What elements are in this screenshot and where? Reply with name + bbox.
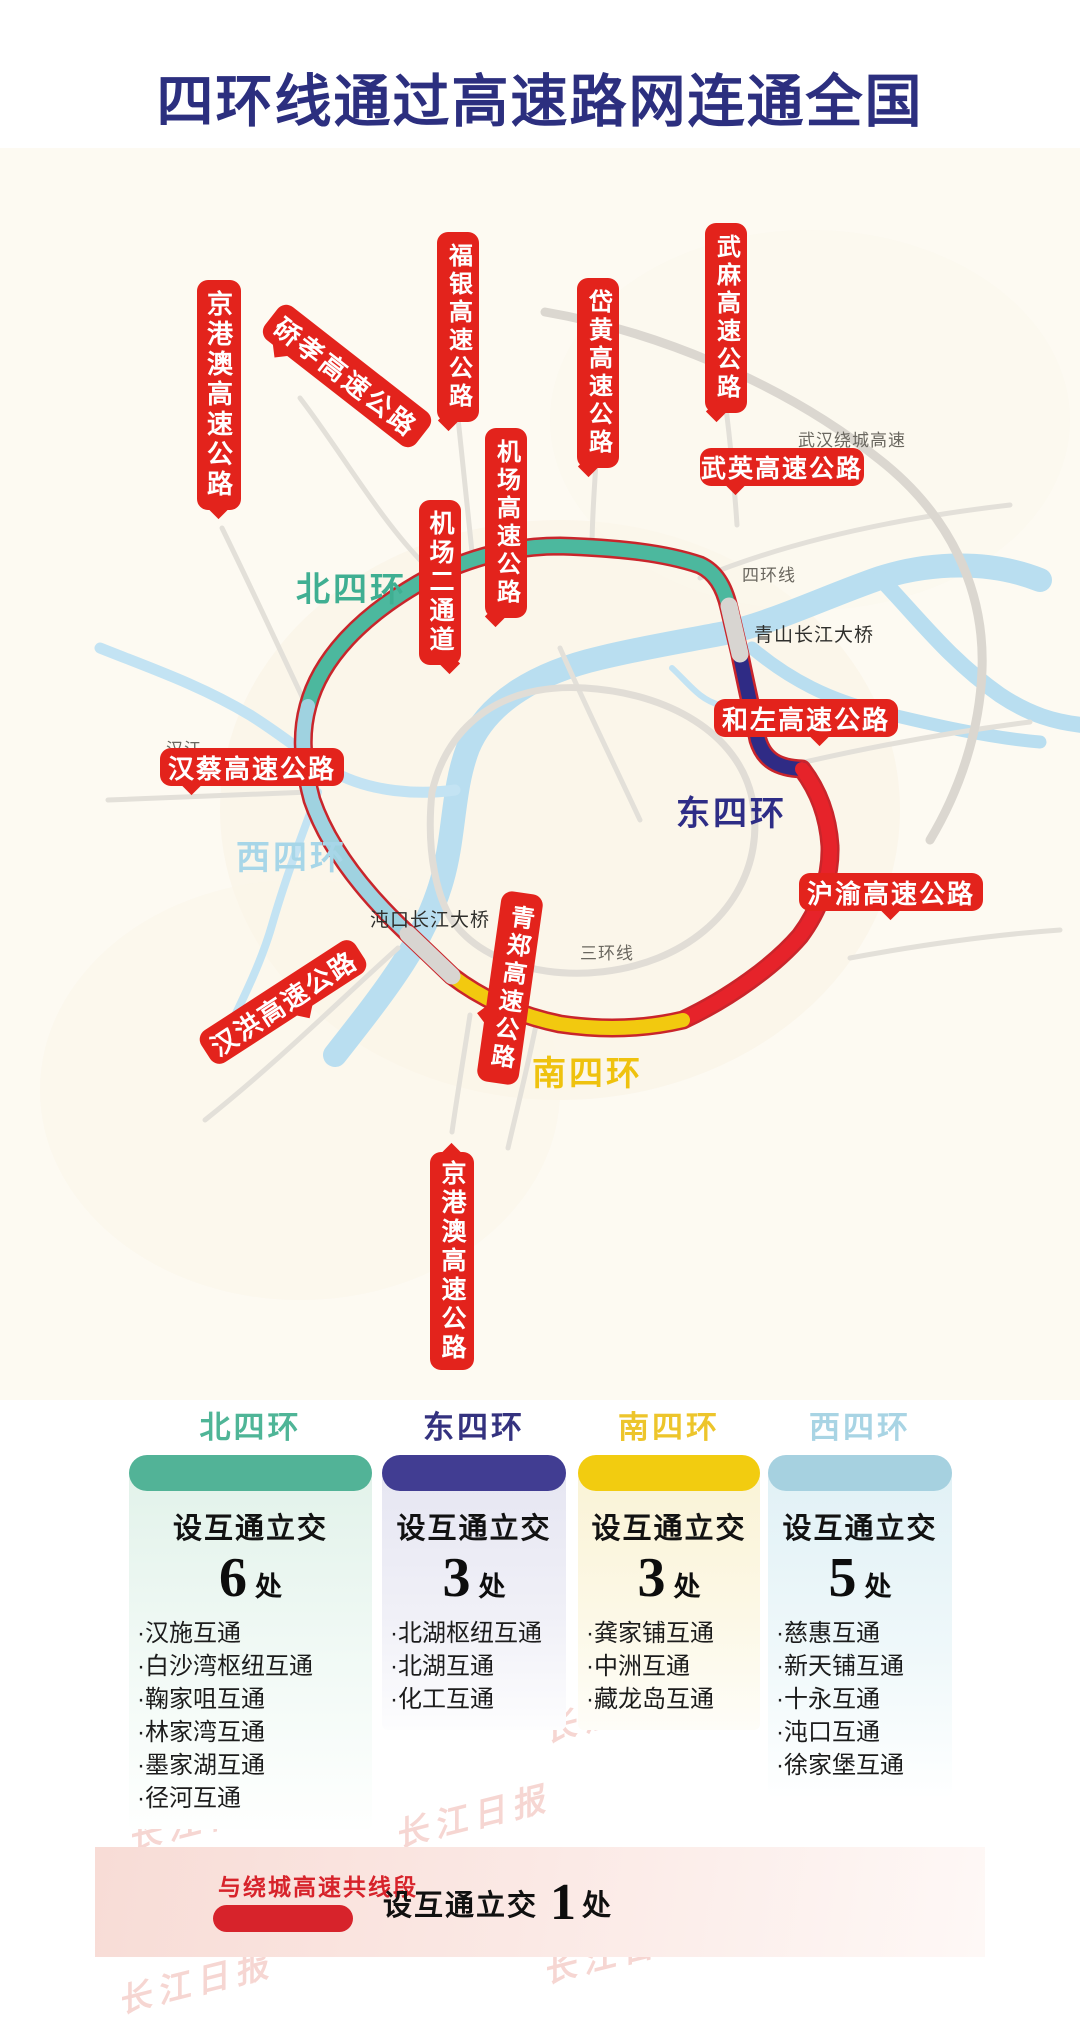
sihuanxian-label: 四环线 — [742, 566, 796, 585]
callout-hancai: 汉蔡高速公路 — [160, 748, 344, 796]
legend-header-east: 东四环 — [423, 1410, 525, 1445]
callout-wuying: 武英高速公路 — [700, 448, 864, 496]
zhuankou-bridge-label: 沌口长江大桥 — [370, 910, 491, 931]
interchange-title: 设互通立交 — [383, 1890, 539, 1922]
interchange-count: 1 — [550, 1874, 577, 1931]
callout-fuyin: 福银高速公路 — [437, 232, 479, 432]
interchange-count: 5 — [828, 1547, 857, 1609]
legend-header-north: 北四环 — [199, 1410, 302, 1445]
list-item: ·慈惠互通 — [776, 1620, 880, 1647]
qingshan-bridge-segment — [720, 597, 749, 663]
interchange-title: 设互通立交 — [591, 1513, 747, 1545]
callout-jichang-ertongdao: 机场二通道 — [419, 500, 461, 675]
list-item: ·径河互通 — [137, 1785, 241, 1812]
ring-label-east: 东四环 — [676, 795, 787, 833]
shared-segment-count-group: 设互通立交 1 处 — [383, 1877, 611, 1929]
hanjiang-river — [94, 642, 461, 798]
callout-hezuo: 和左高速公路 — [714, 699, 898, 747]
interchange-title: 设互通立交 — [782, 1513, 938, 1545]
page-title: 四环线通过高速路网连通全国 — [156, 71, 924, 134]
south-stream — [224, 788, 322, 1034]
list-item: ·藏龙岛互通 — [586, 1686, 714, 1713]
list-item: ·鞠家咀互通 — [137, 1686, 265, 1713]
interchange-list: ·北湖枢纽互通 ·北湖互通 ·化工互通 — [382, 1617, 566, 1716]
interchange-list: ·慈惠互通 ·新天铺互通 ·十永互通 ·沌口互通 ·徐家堡互通 — [768, 1617, 952, 1782]
interchange-title: 设互通立交 — [396, 1513, 552, 1545]
interchange-count: 3 — [442, 1547, 471, 1609]
sanhuanxian-label: 三环线 — [580, 944, 634, 963]
list-item: ·徐家堡互通 — [776, 1752, 904, 1779]
callout-jinggangao-north: 京港澳高速公路 — [197, 280, 241, 520]
list-item: ·龚家铺互通 — [586, 1620, 714, 1647]
list-item: ·中洲互通 — [586, 1653, 690, 1680]
card-accent-bar — [129, 1455, 372, 1491]
legend-header-south: 南四环 — [618, 1410, 720, 1445]
yangtze-branch — [872, 570, 1080, 733]
callout-daihuang: 岱黄高速公路 — [577, 278, 619, 478]
qingshan-bridge-label: 青山长江大桥 — [754, 625, 875, 646]
interchange-unit: 处 — [255, 1572, 282, 1602]
ring-label-north: 北四环 — [296, 571, 407, 609]
third-ring-road — [426, 684, 759, 977]
list-item: ·白沙湾枢纽互通 — [137, 1653, 313, 1680]
land-patch — [40, 880, 560, 1300]
list-item: ·新天铺互通 — [776, 1653, 904, 1680]
callout-wuma: 武麻高速公路 — [705, 223, 747, 423]
list-item: ·墨家湖互通 — [137, 1752, 265, 1779]
raocheng-expressway-arc — [540, 307, 987, 845]
ring-east-segment — [733, 648, 809, 776]
interchange-list: ·龚家铺互通 ·中洲互通 ·藏龙岛互通 — [578, 1617, 760, 1716]
list-item: ·林家湾互通 — [137, 1719, 265, 1746]
callout-jinggangao-south: 京港澳高速公路 — [430, 1142, 474, 1370]
list-item: ·北湖枢纽互通 — [390, 1620, 542, 1647]
list-item: ·汉施互通 — [137, 1620, 241, 1647]
list-item: ·十永互通 — [776, 1686, 880, 1713]
card-accent-bar — [382, 1455, 566, 1491]
shared-segment-band: 与绕城高速共线段 设互通立交 1 处 — [95, 1847, 985, 1957]
interchange-title: 设互通立交 — [172, 1513, 328, 1545]
list-item: ·沌口互通 — [776, 1719, 880, 1746]
interchange-count: 6 — [219, 1547, 247, 1609]
ring-south-segment — [445, 969, 690, 1036]
ring-label-west: 西四环 — [236, 839, 347, 877]
interchange-unit: 处 — [478, 1572, 506, 1602]
callout-huyu: 沪渝高速公路 — [799, 873, 983, 921]
card-accent-bar — [768, 1455, 952, 1491]
interchange-unit: 处 — [582, 1890, 612, 1922]
shared-segment-label: 与绕城高速共线段 — [218, 1874, 418, 1900]
zhuankou-bridge-segment — [399, 925, 461, 985]
ring-north-segment — [301, 538, 736, 713]
minor-roads — [105, 395, 1063, 1151]
ring-west-segment — [296, 699, 413, 939]
list-item: ·北湖互通 — [390, 1653, 494, 1680]
interchange-list: ·汉施互通 ·白沙湾枢纽互通 ·鞠家咀互通 ·林家湾互通 ·墨家湖互通 ·径河互… — [129, 1617, 372, 1815]
interchange-unit: 处 — [864, 1572, 892, 1602]
shared-segment-red-bar — [213, 1905, 353, 1932]
card-accent-bar — [578, 1455, 760, 1491]
ring-label-south: 南四环 — [532, 1055, 643, 1093]
callout-jichang-gaosu: 机场高速公路 — [484, 428, 527, 628]
list-item: ·化工互通 — [390, 1686, 494, 1713]
interchange-unit: 处 — [673, 1572, 701, 1602]
raocheng-label: 武汉绕城高速 — [798, 431, 906, 450]
legend-header-west: 西四环 — [809, 1410, 911, 1445]
interchange-count: 3 — [637, 1547, 666, 1609]
